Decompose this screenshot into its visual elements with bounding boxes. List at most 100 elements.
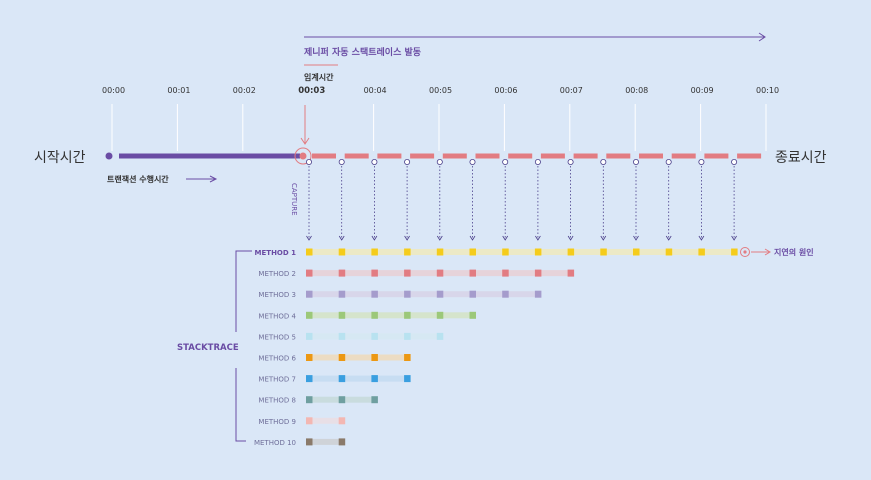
method-capture-mark [306, 396, 313, 404]
time-tick-label: 00:08 [625, 86, 648, 95]
method-row: METHOD 3 [258, 290, 542, 299]
capture-point [665, 158, 672, 165]
capture-arrowhead [371, 235, 378, 241]
cause-arrow-head [764, 248, 771, 256]
capture-arrowhead [535, 235, 541, 241]
time-tick-label: 00:00 [102, 86, 125, 95]
end-time-label: 종료시간 [775, 150, 827, 166]
method-capture-mark [338, 248, 346, 256]
capture-point [305, 158, 312, 165]
method-capture-mark [698, 248, 705, 256]
method-capture-mark [338, 269, 346, 277]
method-capture-mark [469, 269, 476, 277]
method-track [306, 291, 541, 298]
method-capture-mark [404, 290, 411, 298]
start-dot [105, 152, 113, 160]
method-capture-mark [306, 417, 313, 425]
method-capture-mark [567, 248, 575, 256]
method-capture-mark [306, 248, 313, 256]
method-row: METHOD 9 [258, 417, 346, 426]
method-capture-mark [534, 248, 542, 256]
method-label: METHOD 5 [258, 333, 296, 341]
method-label: METHOD 8 [258, 397, 296, 405]
method-capture-mark [338, 311, 346, 319]
method-capture-mark [633, 248, 640, 256]
method-row: METHOD 7 [258, 375, 411, 384]
method-capture-mark [404, 269, 411, 277]
method-capture-mark [404, 375, 411, 383]
method-capture-mark [665, 248, 673, 256]
capture-arrowhead [600, 235, 607, 241]
method-row: METHOD 10 [254, 438, 346, 447]
stacktrace-label: STACKTRACE [177, 343, 239, 353]
method-capture-mark [436, 290, 444, 298]
method-capture-mark [371, 290, 378, 298]
delay-cause-label: 지연의 원인 [774, 247, 814, 257]
method-capture-mark [338, 438, 346, 446]
method-capture-mark [502, 269, 509, 277]
cause-dot [743, 250, 747, 254]
method-capture-mark [534, 269, 542, 277]
method-track [306, 312, 476, 319]
capture-arrowhead [665, 235, 672, 241]
threshold-dot [299, 152, 307, 160]
time-tick-label: 00:04 [364, 86, 387, 95]
time-tick-label: 00:06 [494, 86, 517, 95]
threshold-label: 임계시간 [304, 72, 334, 82]
capture-point [502, 158, 509, 165]
capture-point [567, 158, 574, 165]
capture-arrowhead [731, 235, 737, 241]
capture-point [633, 158, 640, 165]
stacktrace-bracket-top [235, 250, 252, 332]
transaction-arrow-head [209, 175, 218, 183]
method-capture-mark [436, 248, 444, 256]
method-capture-mark [306, 375, 313, 383]
capture-arrowhead [633, 235, 639, 241]
method-capture-mark [469, 311, 476, 319]
method-capture-mark [338, 290, 346, 298]
method-capture-mark [306, 269, 313, 277]
transaction-time-label: 트랜잭션 수행시간 [107, 174, 169, 184]
cause-ring [740, 247, 750, 257]
method-capture-mark [306, 332, 313, 340]
method-capture-mark [469, 248, 476, 256]
capture-arrowhead [698, 235, 705, 241]
method-capture-mark [436, 269, 444, 277]
method-row: METHOD 1 [255, 248, 738, 257]
capture-point [338, 158, 345, 165]
method-track [306, 249, 738, 255]
method-capture-mark [371, 354, 378, 361]
time-gridlines [111, 104, 767, 151]
method-capture-mark [306, 354, 313, 361]
time-tick-label: 00:01 [167, 86, 190, 95]
method-capture-mark [731, 248, 738, 256]
method-capture-mark [567, 269, 575, 277]
method-capture-mark [436, 311, 444, 319]
method-capture-mark [371, 332, 378, 340]
method-track [306, 438, 345, 445]
method-capture-mark [502, 290, 509, 298]
method-capture-mark [371, 311, 378, 319]
capture-point [600, 158, 607, 165]
threshold-circle [294, 147, 312, 165]
start-time-label: 시작시간 [34, 150, 86, 166]
method-label: METHOD 2 [258, 270, 296, 278]
method-label: METHOD 6 [258, 355, 296, 363]
capture-arrows [305, 158, 738, 241]
method-capture-mark [338, 396, 346, 404]
method-capture-mark [600, 248, 607, 256]
method-capture-mark [534, 290, 542, 298]
method-label: METHOD 9 [258, 418, 296, 426]
method-row: METHOD 4 [258, 311, 476, 320]
method-capture-mark [338, 375, 346, 383]
method-capture-mark [404, 332, 411, 340]
method-capture-mark [436, 332, 444, 340]
capture-arrowhead [567, 235, 574, 241]
capture-point [436, 158, 443, 165]
method-row: METHOD 8 [258, 396, 378, 405]
method-capture-mark [371, 248, 378, 256]
method-capture-mark [306, 438, 313, 446]
method-rows: METHOD 1 METHOD 2 METHOD 3 METHOD 4 METHOD 5… [254, 248, 738, 447]
capture-point [469, 158, 476, 165]
